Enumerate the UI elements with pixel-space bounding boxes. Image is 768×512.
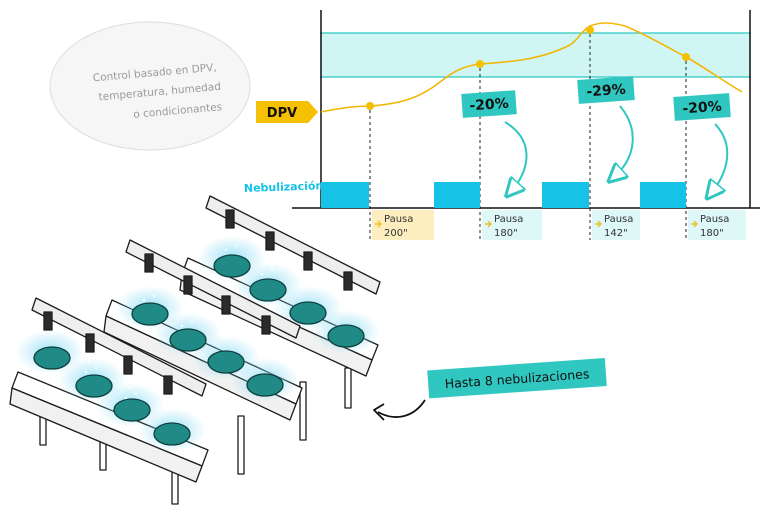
reduction-arrow: [505, 121, 528, 190]
pointer-arrowhead: [373, 403, 385, 421]
dpv-tag-label: DPV: [267, 106, 297, 121]
reduction-tag: -29%: [577, 76, 635, 104]
lettuce-icon: [246, 373, 284, 397]
pause-label: Pausa: [604, 214, 633, 225]
pause-label: Pausa: [384, 214, 413, 225]
lettuce-icon: [207, 350, 245, 374]
nebulization-block: [542, 182, 589, 208]
reduction-tag: -20%: [673, 93, 731, 121]
reduction-value: -20%: [469, 96, 509, 115]
nebulization-block: [321, 182, 369, 208]
spray-droplets: [84, 238, 274, 400]
lettuce-icon: [33, 346, 71, 370]
pause-label: Pausa: [700, 214, 729, 225]
trigger-point: [586, 26, 594, 34]
dpv-target-band: [320, 33, 751, 77]
lettuce-icon: [213, 254, 251, 278]
lettuce-icon: [153, 422, 191, 446]
pointer-arrow: [377, 399, 426, 418]
lettuce-icon: [289, 301, 327, 325]
lettuce-icon: [113, 398, 151, 422]
pause-value: 180": [700, 228, 724, 239]
reduction-arrow: [712, 123, 729, 192]
nebulization-block: [434, 182, 480, 208]
pause-label: Pausa: [494, 214, 523, 225]
pause-value: 180": [494, 228, 518, 239]
reduction-tag: -20%: [461, 90, 517, 118]
pause-value: 200": [384, 228, 408, 239]
nozzles: [43, 209, 353, 395]
reduction-arrow: [615, 105, 634, 176]
nebulizacion-label: Nebulización: [244, 179, 324, 195]
pipes: [31, 195, 381, 397]
trigger-point: [682, 53, 690, 61]
pause-value: 142": [604, 228, 628, 239]
nebulization-block: [640, 182, 686, 208]
reduction-value: -29%: [586, 82, 626, 101]
reduction-value: -20%: [682, 99, 722, 118]
lettuce-icon: [169, 328, 207, 352]
trigger-point: [476, 60, 484, 68]
pause-box: Pausa 200": [372, 210, 434, 240]
trigger-point: [366, 102, 374, 110]
note-bubble: Control basado en DPV, temperatura, hume…: [49, 21, 251, 151]
lettuce-icon: [131, 302, 169, 326]
max-nebulizations-tag: Hasta 8 nebulizaciones: [427, 358, 607, 399]
pause-box: Pausa 180": [482, 210, 542, 240]
lettuce-icon: [249, 278, 287, 302]
lettuce-icon: [327, 324, 365, 348]
dpv-tag: DPV: [256, 101, 318, 123]
dpv-chart: Pausa 200" Pausa 180" Pausa 142" Pausa 1…: [244, 10, 760, 240]
dpv-curve: [320, 22, 743, 113]
lettuce-plants: [33, 254, 365, 446]
pause-box: Pausa 142": [592, 210, 640, 240]
hydroponic-table-illustration: [9, 195, 381, 505]
lettuce-icon: [75, 374, 113, 398]
pause-box: Pausa 180": [688, 210, 746, 240]
